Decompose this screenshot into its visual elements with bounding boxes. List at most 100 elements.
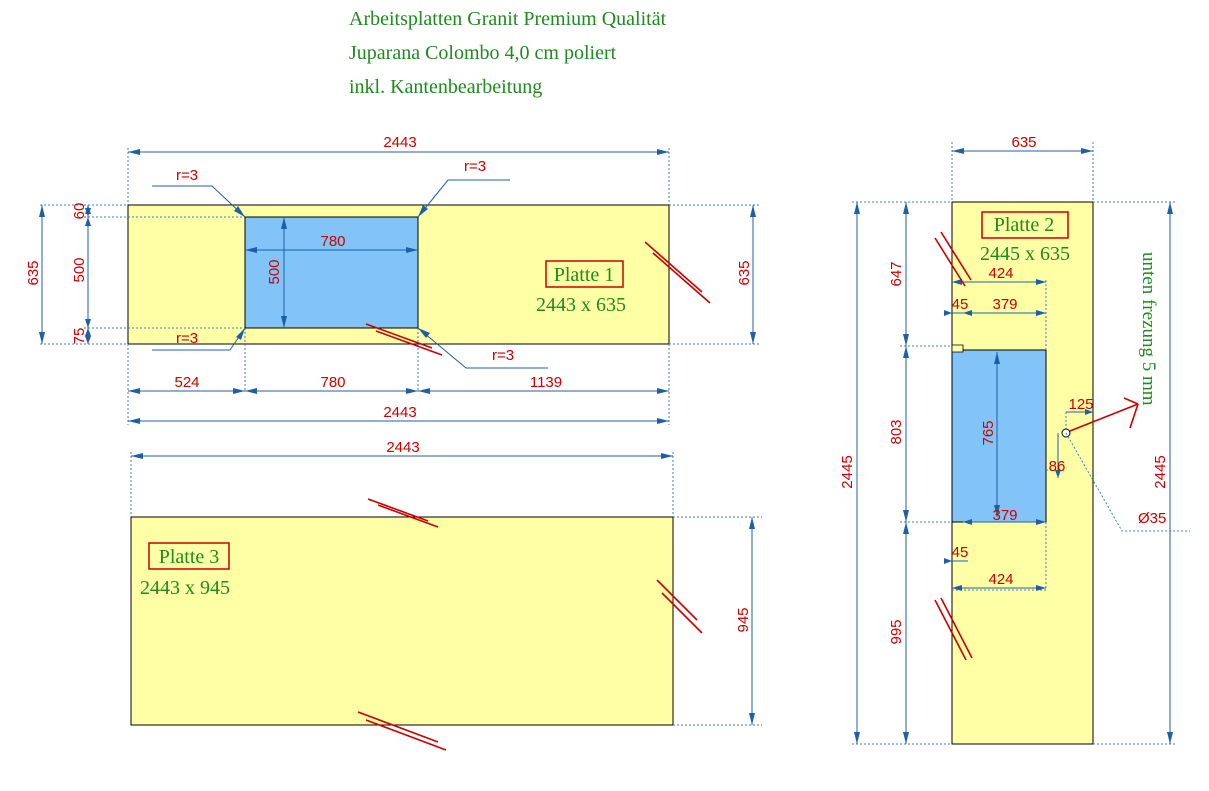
platte-2-dim-765: 765 [980, 420, 997, 445]
platte-1-label-box [545, 260, 624, 288]
platte-2-dim-right-total: 2445 [1152, 455, 1169, 488]
platte-1-extension-lines [40, 148, 760, 425]
platte-1-label: Platte 1 [554, 264, 615, 286]
platte-2-dim-45-top-arrow [944, 310, 952, 316]
platte-1-sink-cutout [244, 216, 419, 329]
platte-3-dim-right: 945 [735, 607, 752, 632]
platte-2-label: Platte 2 [994, 214, 1055, 236]
platte-1: 2443 635 60 500 75 635 780 500 [25, 134, 760, 425]
platte-3: 2443 945 Platte 3 2443 x 945 [130, 439, 762, 751]
platte-1-dim-seg-arrow-2 [85, 208, 91, 217]
platte-2-extension-lines [852, 142, 1175, 745]
platte-2-dim-379-bottom-arrow-r [1036, 519, 1046, 525]
platte-2-dim-424-top: 424 [988, 265, 1013, 282]
platte-1-dim-top-arrow-left [128, 149, 140, 155]
platte-1-dim-bottom-arrow-r [657, 418, 669, 424]
platte-2-seg-arrow-2 [903, 334, 909, 346]
platte-1-cutout-width: 780 [320, 233, 345, 250]
platte-1-dim-right-total: 635 [736, 260, 753, 285]
platte-1-dim-bottom-left: 524 [174, 374, 199, 391]
platte-1-radius-arrow-br [418, 328, 430, 338]
platte-2-dim-diameter: Ø35 [1138, 510, 1166, 527]
platte-2-dim-125-arrow-r [1085, 409, 1093, 415]
platte-1-radius-leader-tr [417, 179, 510, 218]
platte-2-dim-647: 647 [888, 261, 905, 286]
platte-1-radius-leader-br [417, 327, 548, 369]
header-line-3: inkl. Kantenbearbeitung [349, 76, 543, 98]
platte-2-dim-top-arrow-r [1081, 148, 1093, 154]
platte-2-size: 2445 x 635 [980, 243, 1070, 265]
platte-1-dim-bottom-arrow-l [128, 418, 140, 424]
platte-2-label-box [981, 211, 1069, 239]
platte-3-dim-top-arrow-r [661, 453, 673, 459]
platte-2-dim-379-top-arrow-l [963, 310, 972, 316]
platte-1-radius-tl: r=3 [176, 167, 198, 184]
platte-2-dim-45-top: 45 [952, 296, 969, 313]
platte-2-seg-arrow-3 [903, 346, 909, 358]
platte-2-dim-left-arrow-b [854, 732, 860, 744]
platte-2-dim-right-arrow-t [1167, 202, 1173, 214]
platte-1-cutout-width-arrow-r [406, 247, 418, 253]
platte-2-dim-86-arrow [1055, 470, 1061, 478]
header-line-2: Juparana Colombo 4,0 cm poliert [349, 42, 617, 64]
platte-1-radius-bl: r=3 [176, 330, 198, 347]
platte-2-dim-379-top: 379 [992, 296, 1017, 313]
platte-1-cutout-height-arrow-b [281, 316, 287, 328]
platte-2-dim-45-bottom-arrow [944, 558, 952, 564]
platte-3-cut-mark-top [367, 498, 439, 528]
platte-3-cut-mark-right [656, 579, 703, 634]
platte-3-label-box [148, 542, 230, 570]
platte-1-size: 2443 x 635 [536, 294, 626, 316]
platte-2-cut-mark-bottom [934, 597, 973, 661]
platte-1-dim-right-arrow-bottom [750, 332, 756, 344]
platte-1-cutout-height: 500 [266, 259, 283, 284]
platte-2-dim-right-arrow-b [1167, 732, 1173, 744]
platte-3-dim-top: 2443 [386, 439, 419, 456]
platte-1-chain-arrow-6 [657, 388, 669, 394]
platte-1-cutout-height-arrow-t [281, 217, 287, 229]
platte-1-dim-left-60: 60 [71, 203, 88, 220]
platte-2-seg-arrow-4 [903, 510, 909, 522]
platte-1-dim-top-arrow-right [657, 149, 669, 155]
platte-2-note: unten frezung 5 mm [1138, 252, 1159, 406]
platte-2-dim-top: 635 [1011, 134, 1036, 151]
platte-1-chain-arrow-3 [245, 388, 257, 394]
platte-1-dim-bottom-right: 1139 [530, 374, 562, 391]
platte-1-dim-seg-arrow-3 [85, 217, 91, 226]
platte-1-chain-arrow-4 [406, 388, 418, 394]
platte-3-extension-lines [130, 452, 762, 726]
platte-1-dim-left-75: 75 [71, 328, 88, 345]
platte-2-dim-995: 995 [888, 619, 905, 644]
platte-3-label: Platte 3 [159, 546, 220, 568]
platte-1-radius-tr: r=3 [464, 158, 486, 175]
platte-2-seg-arrow-6 [903, 732, 909, 744]
platte-1-chain-arrow-1 [128, 388, 140, 394]
platte-1-cutout-width-arrow-l [245, 247, 257, 253]
platte-1-chain-arrow-2 [233, 388, 245, 394]
platte-1-radius-arrow-tl [234, 206, 245, 217]
platte-1-dim-seg-arrow-6 [85, 336, 91, 344]
platte-2-seg-arrow-1 [903, 202, 909, 214]
platte-2-diameter-leader [1065, 432, 1190, 532]
platte-3-cut-mark-bottom [357, 711, 447, 751]
platte-1-dim-left-total: 635 [25, 260, 42, 285]
platte-1-dim-bottom-total: 2443 [383, 404, 416, 421]
platte-3-dim-right-arrow-t [749, 517, 755, 529]
platte-1-radius-arrow-bl [236, 328, 245, 340]
platte-2-dim-379-top-arrow-r [1036, 310, 1046, 316]
platte-2-dim-top-arrow-l [952, 148, 964, 154]
platte-2-dim-765-arrow-b [994, 505, 1000, 517]
platte-2-note-arrow [1069, 397, 1139, 432]
platte-3-dim-right-arrow-b [749, 713, 755, 725]
platte-2-dim-803: 803 [888, 419, 905, 444]
platte-2-dim-424-bottom-arrow-l [952, 585, 962, 591]
platte-2-notch [951, 344, 964, 353]
platte-1-radius-arrow-tr [418, 205, 428, 217]
platte-2-seg-arrow-5 [903, 522, 909, 534]
platte-1-dim-left-arrow-top [39, 205, 45, 217]
platte-1-dim-top: 2443 [383, 134, 416, 151]
platte-2-dim-424-bottom: 424 [988, 571, 1013, 588]
platte-2-sink-cutout [951, 349, 1047, 523]
platte-3-size: 2443 x 945 [140, 577, 230, 599]
